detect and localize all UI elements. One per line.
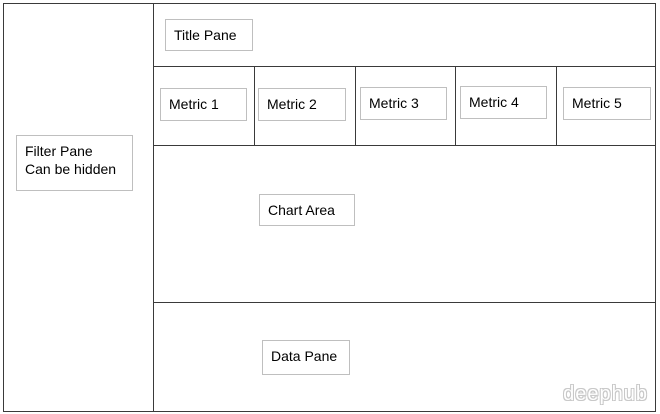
metric-5-label: Metric 5 xyxy=(563,87,651,120)
chart-area-label: Chart Area xyxy=(259,194,355,226)
chart-area-divider xyxy=(153,302,656,303)
metric-divider-4 xyxy=(556,66,557,145)
metrics-row-divider xyxy=(153,145,656,146)
title-pane-divider xyxy=(153,66,656,67)
filter-pane-label: Filter Pane Can be hidden xyxy=(16,135,133,191)
metric-2-label: Metric 2 xyxy=(258,88,346,121)
metric-1-label: Metric 1 xyxy=(160,88,247,121)
metric-divider-1 xyxy=(254,66,255,145)
metric-3-label: Metric 3 xyxy=(360,87,447,120)
filter-pane-title: Filter Pane xyxy=(25,143,93,159)
title-pane-label: Title Pane xyxy=(165,19,253,51)
metric-4-label: Metric 4 xyxy=(460,86,547,119)
filter-pane-subtitle: Can be hidden xyxy=(25,161,117,177)
dashboard-layout-frame xyxy=(3,3,656,412)
filter-pane-divider xyxy=(153,3,154,412)
metric-divider-2 xyxy=(355,66,356,145)
watermark-text: deephub xyxy=(563,383,648,405)
data-pane-label: Data Pane xyxy=(262,340,350,375)
metric-divider-3 xyxy=(455,66,456,145)
